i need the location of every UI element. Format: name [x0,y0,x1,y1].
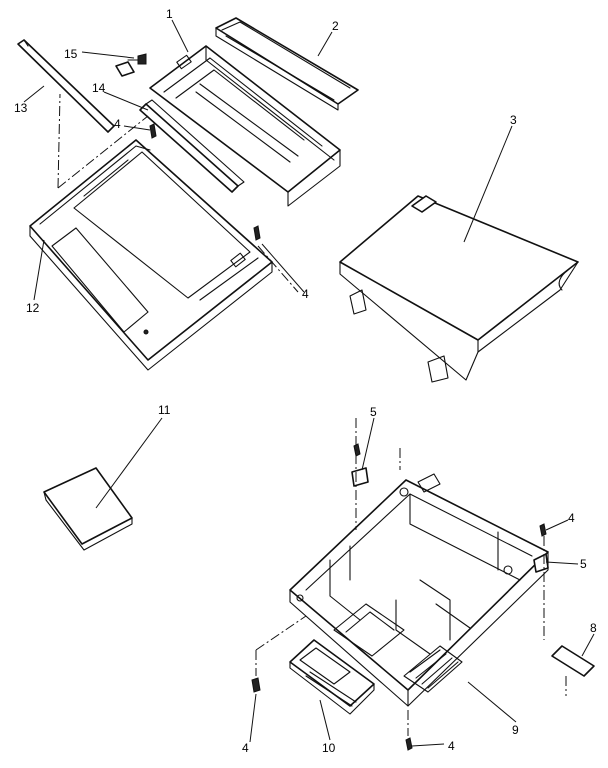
callout-11: 11 [158,403,171,417]
part-10-panel [289,639,375,715]
callout-5b: 5 [580,557,587,571]
part-4-screws [149,123,547,751]
part-2-top-cover [215,17,359,111]
callout-4b: 4 [302,287,309,301]
callout-10: 10 [322,741,336,755]
part-13-stick [17,39,115,133]
callout-4e: 4 [448,739,455,753]
part-9-base [289,473,549,707]
part-1-printer-top [149,45,341,207]
callout-4a: 4 [114,117,121,131]
callout-1: 1 [166,7,173,21]
callout-12: 12 [26,301,40,315]
callout-15: 15 [64,47,78,61]
leader-lines [23,19,595,747]
callout-2: 2 [332,19,339,33]
callout-3: 3 [510,113,517,127]
part-3-lid [339,195,579,383]
assembly-guides [57,93,567,736]
part-15-screw [81,51,147,77]
part-8-strip [551,645,595,677]
callout-14: 14 [92,81,106,95]
callout-labels: 1 2 3 4 4 4 4 4 5 5 8 9 10 11 12 13 14 1… [14,7,597,755]
part-11-booklet [43,467,133,551]
callout-13: 13 [14,101,28,115]
callout-5a: 5 [370,405,377,419]
callout-8: 8 [590,621,597,635]
part-14-bar [139,99,245,193]
callout-4c: 4 [568,511,575,525]
callout-4d: 4 [242,741,249,755]
callout-9: 9 [512,723,519,737]
